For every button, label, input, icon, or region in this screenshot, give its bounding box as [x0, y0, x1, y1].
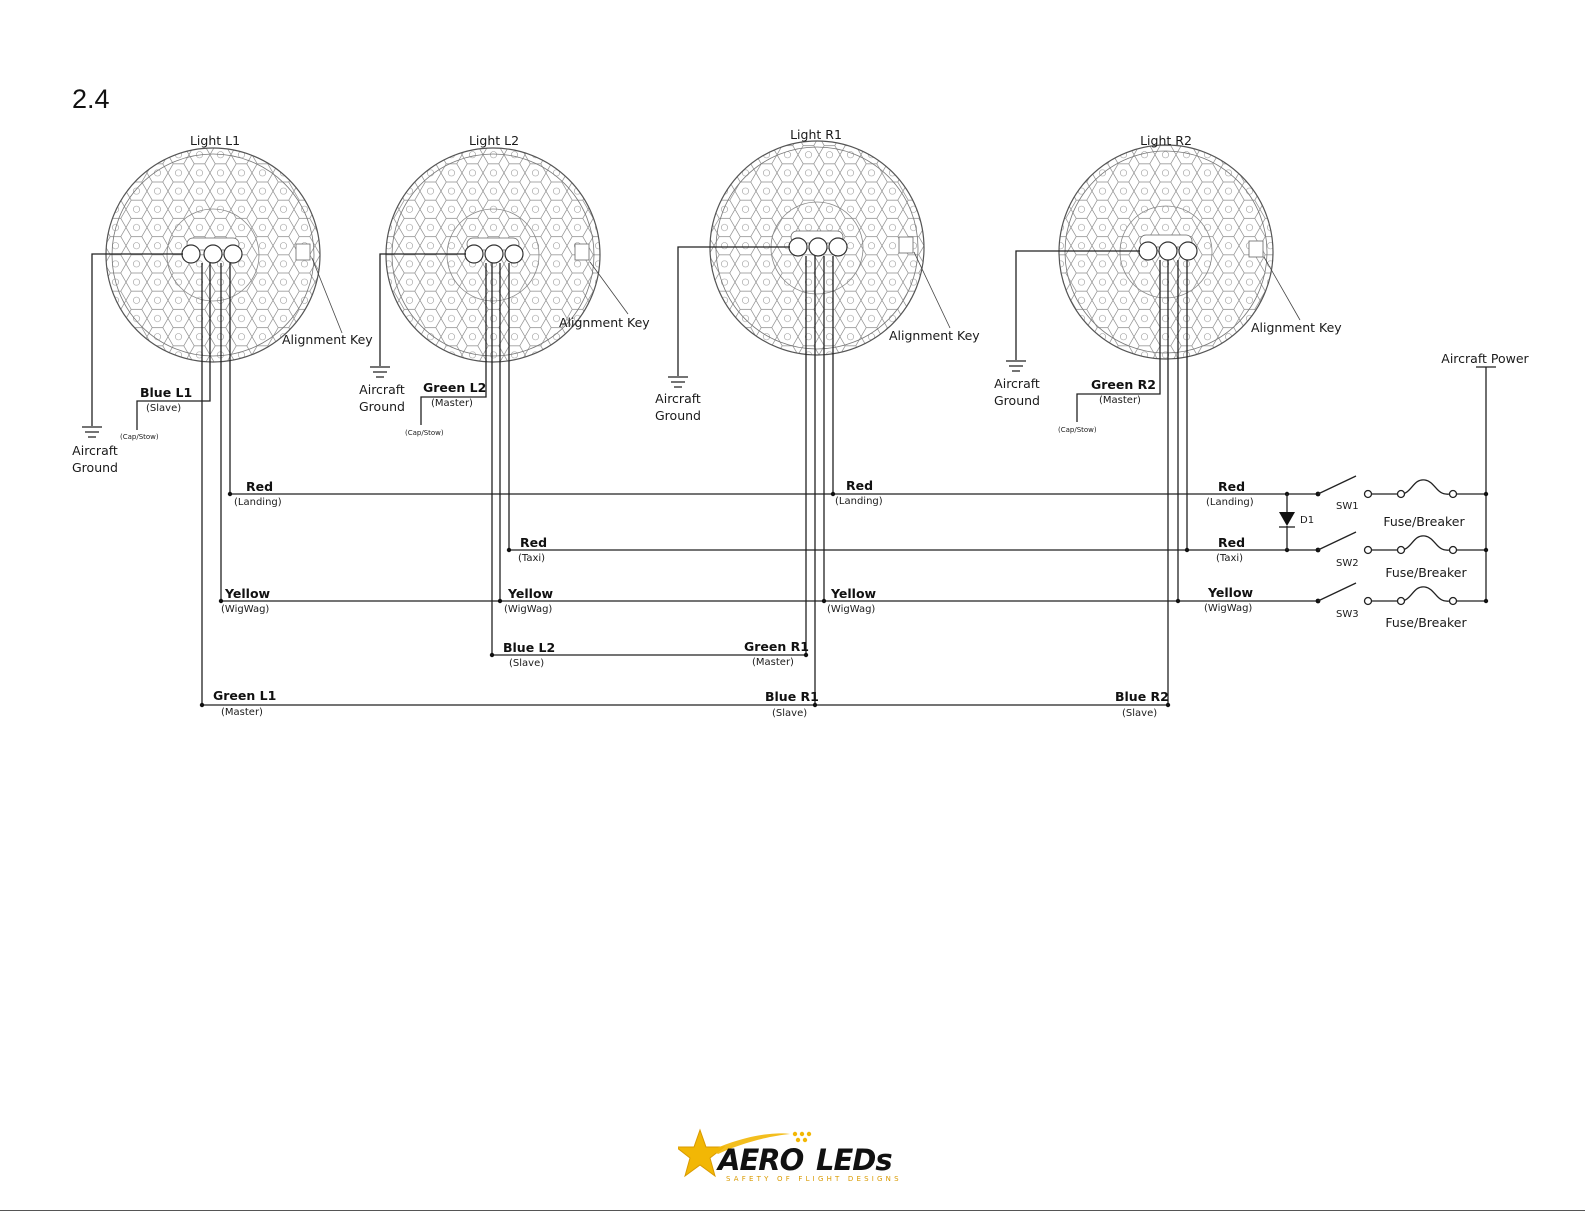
blue-l1-role: (Slave) — [146, 403, 181, 414]
green-r1-role: (Master) — [752, 657, 794, 668]
cap-stow-r2: (Cap/Stow) — [1058, 426, 1097, 434]
switch-sw3-label: SW3 — [1336, 609, 1359, 620]
light-r2 — [1058, 144, 1274, 360]
yellow-label-1: Yellow — [224, 586, 271, 601]
ground-r1-line2: Ground — [655, 408, 701, 423]
alignment-key-r1: Alignment Key — [889, 328, 980, 343]
light-l2 — [385, 147, 601, 363]
fuse-breaker-1 — [1372, 479, 1486, 499]
blue-l2-role: (Slave) — [509, 658, 544, 669]
light-r1-title: Light R1 — [790, 127, 842, 142]
ground-l2-line2: Ground — [359, 399, 405, 414]
light-r2-title: Light R2 — [1140, 133, 1192, 148]
green-l2-role: (Master) — [431, 398, 473, 409]
red-landing-label-1: Red — [246, 479, 273, 494]
star-icon — [674, 1128, 726, 1178]
yellow-role-3: (WigWag) — [827, 604, 875, 615]
ground-r1-line1: Aircraft — [655, 391, 701, 406]
light-r1 — [709, 140, 925, 356]
red-landing-role-1: (Landing) — [234, 497, 282, 508]
ground-r2-line1: Aircraft — [994, 376, 1040, 391]
switch-sw2 — [1315, 531, 1373, 555]
footer-rule — [0, 1210, 1585, 1211]
blue-r1-label: Blue R1 — [765, 689, 819, 704]
switch-sw3 — [1315, 582, 1373, 606]
alignment-key-r2: Alignment Key — [1251, 320, 1342, 335]
switch-sw1 — [1315, 475, 1373, 499]
red-taxi-label-2: Red — [1218, 535, 1245, 550]
green-r2-role: (Master) — [1099, 395, 1141, 406]
fuse-breaker-3 — [1372, 586, 1486, 606]
junction-dots — [199, 491, 1290, 708]
ground-l1-line1: Aircraft — [72, 443, 118, 458]
blue-r1-role: (Slave) — [772, 708, 807, 719]
logo-brand-left: AERO — [716, 1143, 804, 1177]
fuse-breaker-2-label: Fuse/Breaker — [1385, 565, 1467, 580]
aeroleds-logo: AERO LEDs SAFETY OF FLIGHT DESIGNS — [674, 1128, 928, 1188]
red-landing-role-3: (Landing) — [1206, 497, 1254, 508]
yellow-role-1: (WigWag) — [221, 604, 269, 615]
aeroleds-logo-graphic: AERO LEDs SAFETY OF FLIGHT DESIGNS — [674, 1128, 902, 1183]
logo-brand-right: LEDs — [816, 1143, 892, 1177]
aircraft-power-label: Aircraft Power — [1441, 351, 1529, 366]
yellow-label-2: Yellow — [507, 586, 554, 601]
alignment-key-l2: Alignment Key — [559, 315, 650, 330]
cap-stow-l1: (Cap/Stow) — [120, 433, 159, 441]
blue-l1-label: Blue L1 — [140, 385, 192, 400]
ground-wires — [91, 246, 1140, 426]
vertical-wires — [201, 256, 1188, 705]
red-taxi-label-1: Red — [520, 535, 547, 550]
fuse-breaker-1-label: Fuse/Breaker — [1383, 514, 1465, 529]
ground-icon — [82, 360, 1026, 438]
blue-r2-label: Blue R2 — [1115, 689, 1169, 704]
bus-wires — [202, 493, 1318, 706]
aircraft-power-rail — [1476, 366, 1496, 604]
logo-tagline: SAFETY OF FLIGHT DESIGNS — [726, 1175, 902, 1183]
red-taxi-role-2: (Taxi) — [1216, 553, 1243, 564]
diode-d1-label: D1 — [1300, 515, 1314, 526]
ground-l1-line2: Ground — [72, 460, 118, 475]
light-l1 — [105, 147, 321, 363]
alignment-key-l1: Alignment Key — [282, 332, 373, 347]
fuse-breaker-3-label: Fuse/Breaker — [1385, 615, 1467, 630]
switch-sw2-label: SW2 — [1336, 558, 1359, 569]
switch-sw1-label: SW1 — [1336, 501, 1359, 512]
fuse-breaker-2 — [1372, 535, 1486, 555]
yellow-label-4: Yellow — [1207, 585, 1254, 600]
small-stars-icon — [792, 1131, 812, 1143]
green-l1-label: Green L1 — [213, 688, 276, 703]
red-taxi-role-1: (Taxi) — [518, 553, 545, 564]
blue-l2-label: Blue L2 — [503, 640, 555, 655]
yellow-label-3: Yellow — [830, 586, 877, 601]
light-l1-title: Light L1 — [190, 133, 240, 148]
red-landing-label-2: Red — [846, 478, 873, 493]
green-r1-label: Green R1 — [744, 639, 809, 654]
cap-stow-l2: (Cap/Stow) — [405, 429, 444, 437]
green-r2-label: Green R2 — [1091, 377, 1156, 392]
yellow-role-4: (WigWag) — [1204, 603, 1252, 614]
yellow-role-2: (WigWag) — [504, 604, 552, 615]
cap-stow-wires — [136, 260, 1161, 430]
red-landing-label-3: Red — [1218, 479, 1245, 494]
green-l2-label: Green L2 — [423, 380, 486, 395]
red-landing-role-2: (Landing) — [835, 496, 883, 507]
ground-r2-line2: Ground — [994, 393, 1040, 408]
section-number: 2.4 — [72, 84, 110, 114]
green-l1-role: (Master) — [221, 707, 263, 718]
alignment-key-leaders — [311, 251, 1301, 334]
light-l2-title: Light L2 — [469, 133, 519, 148]
blue-r2-role: (Slave) — [1122, 708, 1157, 719]
diode-d1 — [1279, 494, 1295, 550]
ground-l2-line1: Aircraft — [359, 382, 405, 397]
